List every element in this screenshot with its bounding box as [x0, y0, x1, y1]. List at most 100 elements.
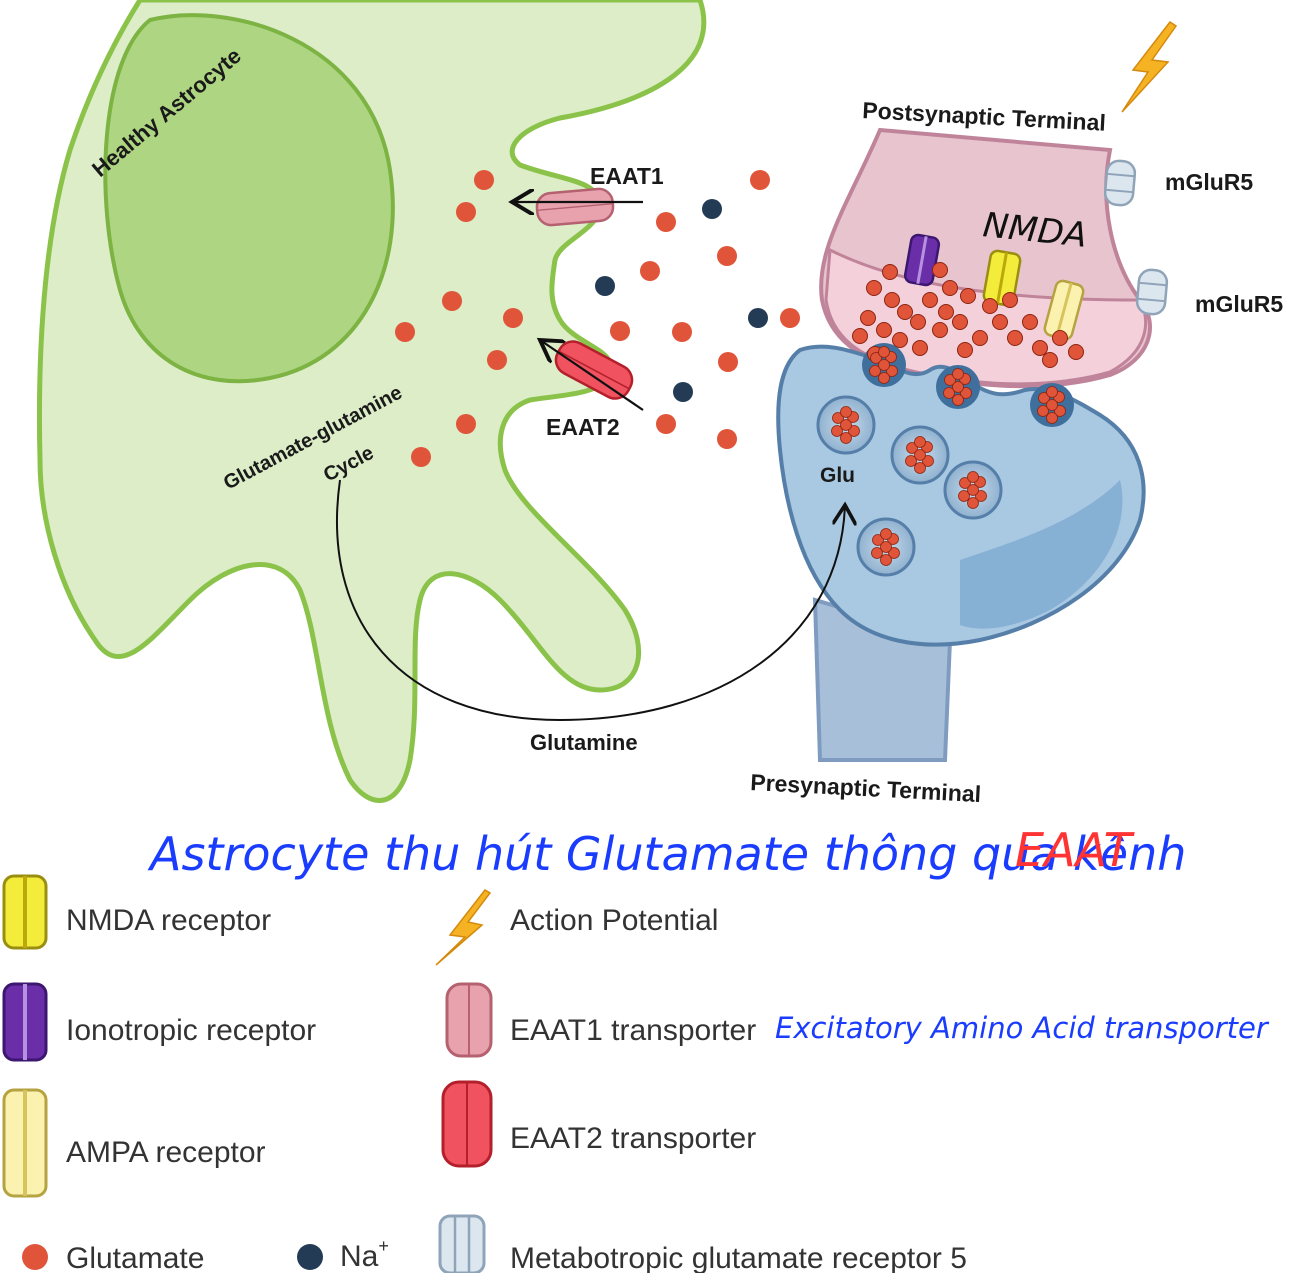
mglur5-icon [438, 1214, 486, 1273]
annotation-eaat-highlight: EAAT [1015, 823, 1136, 877]
glutamate-dot [922, 292, 938, 308]
legend-label: NMDA receptor [66, 904, 271, 937]
legend-ionotropic: Ionotropic receptor [2, 982, 316, 1062]
glutamate-dot [876, 322, 892, 338]
glutamate-dot [1038, 392, 1050, 404]
glutamate-dot [975, 490, 987, 502]
legend-sodium: Na+ [297, 1236, 389, 1273]
glutamate-dot [1046, 386, 1058, 398]
glutamate-dot [717, 429, 737, 449]
glutamate-dot [938, 304, 954, 320]
ionotropic-receptor-icon [903, 233, 941, 287]
glutamate-dot [992, 314, 1008, 330]
legend-label: AMPA receptor [66, 1136, 266, 1169]
legend-label: Glutamate [66, 1242, 204, 1273]
glutamate-dot [960, 387, 972, 399]
legend-label: Na+ [340, 1236, 389, 1273]
glutamate-dot [959, 477, 971, 489]
legend-mglur5: Metabotropic glutamate receptor 5 [438, 1214, 967, 1273]
eaat2-transporter-icon [441, 1080, 493, 1168]
glutamate-dot [897, 304, 913, 320]
glutamate-dot [780, 308, 800, 328]
astrocyte-nucleus [103, 13, 395, 384]
glutamate-dot [960, 288, 976, 304]
glutamate-dot [487, 350, 507, 370]
glutamate-dot [914, 462, 926, 474]
glutamate-dot [905, 455, 917, 467]
glutamate-dot [848, 425, 860, 437]
glutamate-dot [912, 340, 928, 356]
legend-eaat1: EAAT1 transporter [445, 982, 756, 1058]
legend-eaat2: EAAT2 transporter [441, 1080, 756, 1168]
sodium-dot [702, 199, 722, 219]
glutamate-dot [982, 298, 998, 314]
glutamate-dot [656, 212, 676, 232]
eaat1-transporter-icon [445, 982, 493, 1058]
legend-label: Action Potential [510, 904, 718, 937]
glutamate-dot [1007, 330, 1023, 346]
eaat2-uptake-arrow [540, 340, 644, 411]
ampa-receptor-icon [1043, 279, 1085, 341]
glutamate-dot [892, 332, 908, 348]
glutamate-dot [672, 322, 692, 342]
annotation-eaat-expansion: Excitatory Amino Acid transporter [775, 1011, 1270, 1045]
glutamate-dot [967, 484, 979, 496]
eaat1-transporter-icon [535, 187, 615, 227]
sodium-superscript: + [378, 1236, 389, 1256]
glutamate-dot [871, 547, 883, 559]
glutamate-dot [717, 246, 737, 266]
glutamate-dot [1046, 399, 1058, 411]
glutamate-dot [411, 447, 431, 467]
glutamate-dot [906, 442, 918, 454]
legend-action-potential: Action Potential [435, 889, 718, 966]
glutamate-dot [914, 449, 926, 461]
lightning-icon [435, 889, 492, 966]
glutamate-dot [967, 497, 979, 509]
glutamate-dot [840, 419, 852, 431]
glutamate-dot [656, 414, 676, 434]
glutamate-dot [831, 425, 843, 437]
glutamate-dot [1042, 352, 1058, 368]
legend-glutamate: Glutamate [22, 1242, 204, 1273]
glutamate-dot [860, 310, 876, 326]
glutamate-dot [967, 471, 979, 483]
glutamate-dot [932, 262, 948, 278]
mglur5-label-top: mGluR5 [1165, 169, 1253, 195]
mglur5-icon [1135, 268, 1169, 316]
glutamate-dot [610, 321, 630, 341]
glutamate-dot [840, 406, 852, 418]
legend-nmda: NMDA receptor [2, 874, 271, 950]
glutamate-dot [840, 432, 852, 444]
legend: NMDA receptor Action Potential Ionotropi… [2, 874, 967, 1273]
eaat2-label: EAAT2 [546, 414, 620, 440]
glutamate-dot [932, 322, 948, 338]
glutamate-dot [1052, 330, 1068, 346]
glutamine-label: Glutamine [530, 730, 638, 755]
eaat1-label: EAAT1 [590, 163, 664, 189]
glutamate-dot [1054, 405, 1066, 417]
ionotropic-receptor-icon [2, 982, 48, 1062]
lightning-icon [1121, 20, 1178, 113]
glutamate-dot [972, 330, 988, 346]
annotation-main: Astrocyte thu hút Glutamate thông qua kê… [147, 827, 1186, 881]
glutamine-cycle-arrow [335, 479, 845, 722]
glutamate-dot [640, 261, 660, 281]
legend-label: Metabotropic glutamate receptor 5 [510, 1242, 967, 1273]
glutamate-dot [952, 314, 968, 330]
glutamate-dot [869, 365, 881, 377]
glutamate-dot [958, 490, 970, 502]
mglur5-icon [1103, 159, 1137, 207]
glutamate-dot [886, 365, 898, 377]
glutamate-dot [878, 359, 890, 371]
glutamate-dot [914, 436, 926, 448]
glutamate-dot [910, 314, 926, 330]
glutamate-dot [866, 280, 882, 296]
glutamate-dot [882, 264, 898, 280]
glutamate-dot [474, 170, 494, 190]
sodium-label: Na [340, 1240, 379, 1273]
glutamate-dot [832, 412, 844, 424]
glutamate-dot [1002, 292, 1018, 308]
legend-label: EAAT2 transporter [510, 1122, 756, 1155]
glutamate-dot [870, 352, 882, 364]
